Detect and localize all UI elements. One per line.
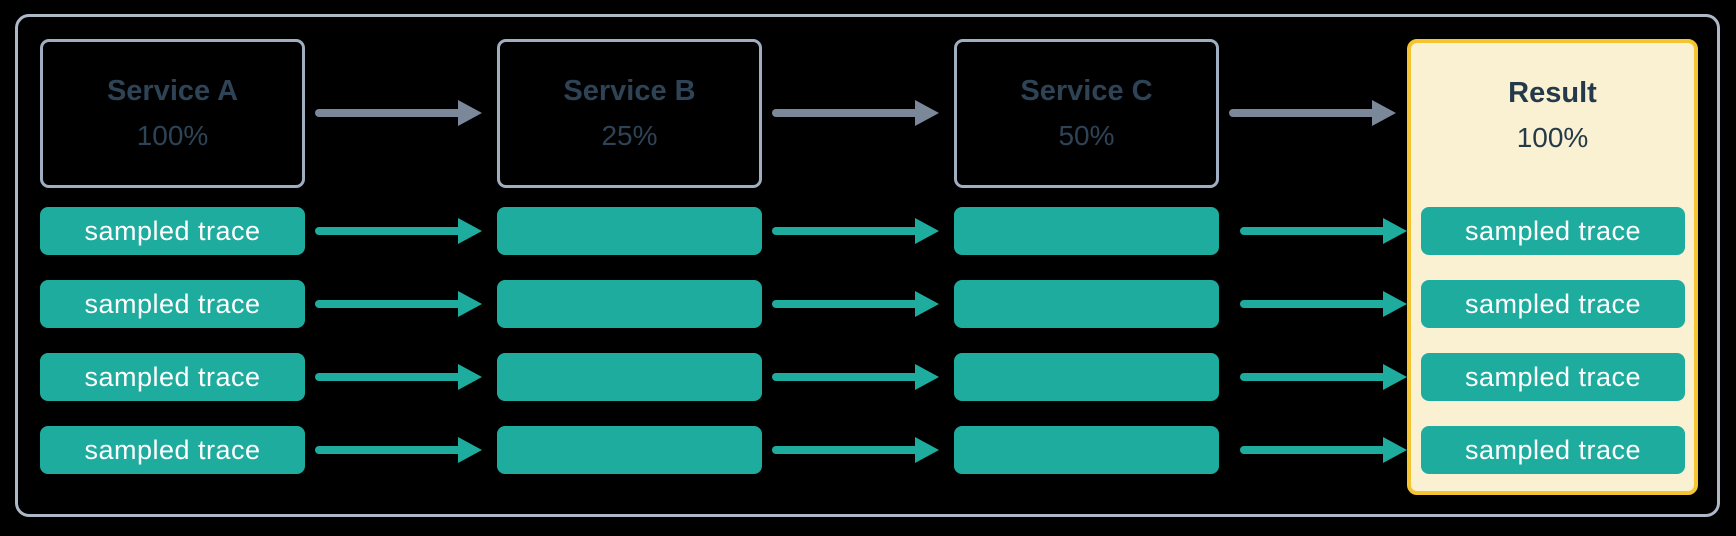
trace-arrow-row2-c-result	[1240, 291, 1407, 317]
service-a-title: Service A	[106, 75, 239, 107]
trace-arrow-row1-c-result	[1240, 218, 1407, 244]
trace-arrow-row2-a-b	[315, 291, 482, 317]
sampled-trace-result-row2: sampled trace	[1421, 280, 1685, 328]
sampled-trace-result-row4: sampled trace	[1421, 426, 1685, 474]
trace-col3-row1	[954, 207, 1219, 255]
service-a-box: Service A 100%	[40, 39, 305, 188]
result-header: Result 100%	[1411, 43, 1694, 188]
service-c-box: Service C 50%	[954, 39, 1219, 188]
trace-arrow-row4-b-c	[772, 437, 939, 463]
flow-arrow-b-to-c	[772, 100, 939, 126]
trace-arrow-row1-b-c	[772, 218, 939, 244]
result-title: Result	[1508, 77, 1597, 109]
sampled-trace-col1-row3: sampled trace	[40, 353, 305, 401]
trace-col3-row4	[954, 426, 1219, 474]
sampled-trace-col1-row2: sampled trace	[40, 280, 305, 328]
flow-arrow-c-to-result	[1229, 100, 1396, 126]
trace-arrow-row4-a-b	[315, 437, 482, 463]
result-box: Result 100%	[1407, 39, 1698, 495]
sampled-trace-result-row3: sampled trace	[1421, 353, 1685, 401]
trace-col2-row1	[497, 207, 762, 255]
sampled-trace-result-row1: sampled trace	[1421, 207, 1685, 255]
pipeline-frame	[15, 14, 1720, 517]
sampled-trace-col1-row1: sampled trace	[40, 207, 305, 255]
result-rate: 100%	[1516, 122, 1589, 153]
trace-col2-row4	[497, 426, 762, 474]
trace-arrow-row2-b-c	[772, 291, 939, 317]
trace-arrow-row3-b-c	[772, 364, 939, 390]
trace-col3-row2	[954, 280, 1219, 328]
trace-arrow-row1-a-b	[315, 218, 482, 244]
service-b-title: Service B	[563, 75, 696, 107]
trace-col2-row2	[497, 280, 762, 328]
trace-col3-row3	[954, 353, 1219, 401]
service-a-rate: 100%	[136, 120, 209, 151]
trace-arrow-row4-c-result	[1240, 437, 1407, 463]
sampled-trace-col1-row4: sampled trace	[40, 426, 305, 474]
trace-arrow-row3-a-b	[315, 364, 482, 390]
flow-arrow-a-to-b	[315, 100, 482, 126]
service-c-title: Service C	[1020, 75, 1153, 107]
trace-col2-row3	[497, 353, 762, 401]
service-b-rate: 25%	[601, 120, 658, 151]
trace-arrow-row3-c-result	[1240, 364, 1407, 390]
service-b-box: Service B 25%	[497, 39, 762, 188]
service-c-rate: 50%	[1058, 120, 1115, 151]
